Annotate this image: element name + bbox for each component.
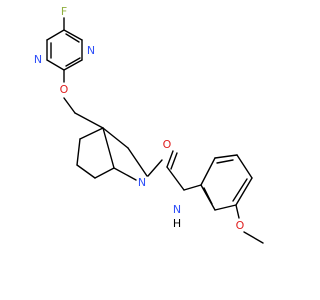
atom-label-pyrrolidine-nitrogen: N [138, 176, 146, 189]
bond-layer [46, 17, 264, 244]
bond [235, 204, 240, 219]
atom-label-pyrimidine-nitrogen-upper: N [87, 44, 95, 57]
bond [113, 167, 137, 181]
atom-label-amide-nitrogen: N [173, 203, 181, 216]
structure-canvas: F N N O N O N H O [33, 5, 264, 244]
atom-label-ether-oxygen: O [60, 83, 69, 96]
bond [65, 57, 81, 67]
bond [214, 204, 237, 211]
bond [102, 127, 115, 169]
bond [203, 187, 213, 205]
bond [127, 147, 148, 177]
bond [235, 177, 253, 206]
bond [147, 159, 163, 177]
atom-label-methoxy-oxygen: O [236, 219, 245, 232]
bond [63, 59, 83, 71]
bond [79, 127, 104, 140]
bond [214, 154, 238, 159]
bond [63, 29, 83, 41]
atom-label-layer: F N N O N O N H O [34, 5, 245, 232]
molecule-structure: F N N O N O N H O [34, 5, 264, 244]
bond [200, 157, 216, 186]
bond [216, 159, 234, 164]
bond [74, 112, 104, 129]
bond [236, 154, 253, 179]
bond [76, 138, 81, 166]
bond [46, 59, 65, 71]
atom-label-amide-hydrogen: H [173, 217, 181, 230]
bond [76, 164, 96, 179]
bond [65, 33, 80, 43]
bond [46, 29, 65, 41]
bond [94, 167, 115, 179]
bond [166, 150, 174, 168]
atom-label-carbonyl-oxygen: O [163, 138, 172, 151]
bond [243, 231, 264, 244]
bond [63, 97, 76, 114]
bond [170, 152, 178, 170]
bond [183, 184, 202, 191]
bond [166, 166, 185, 191]
atom-label-pyrimidine-nitrogen-lower: N [34, 53, 42, 66]
bond [232, 178, 248, 202]
bond [102, 127, 129, 149]
atom-label-fluorine: F [61, 5, 67, 18]
